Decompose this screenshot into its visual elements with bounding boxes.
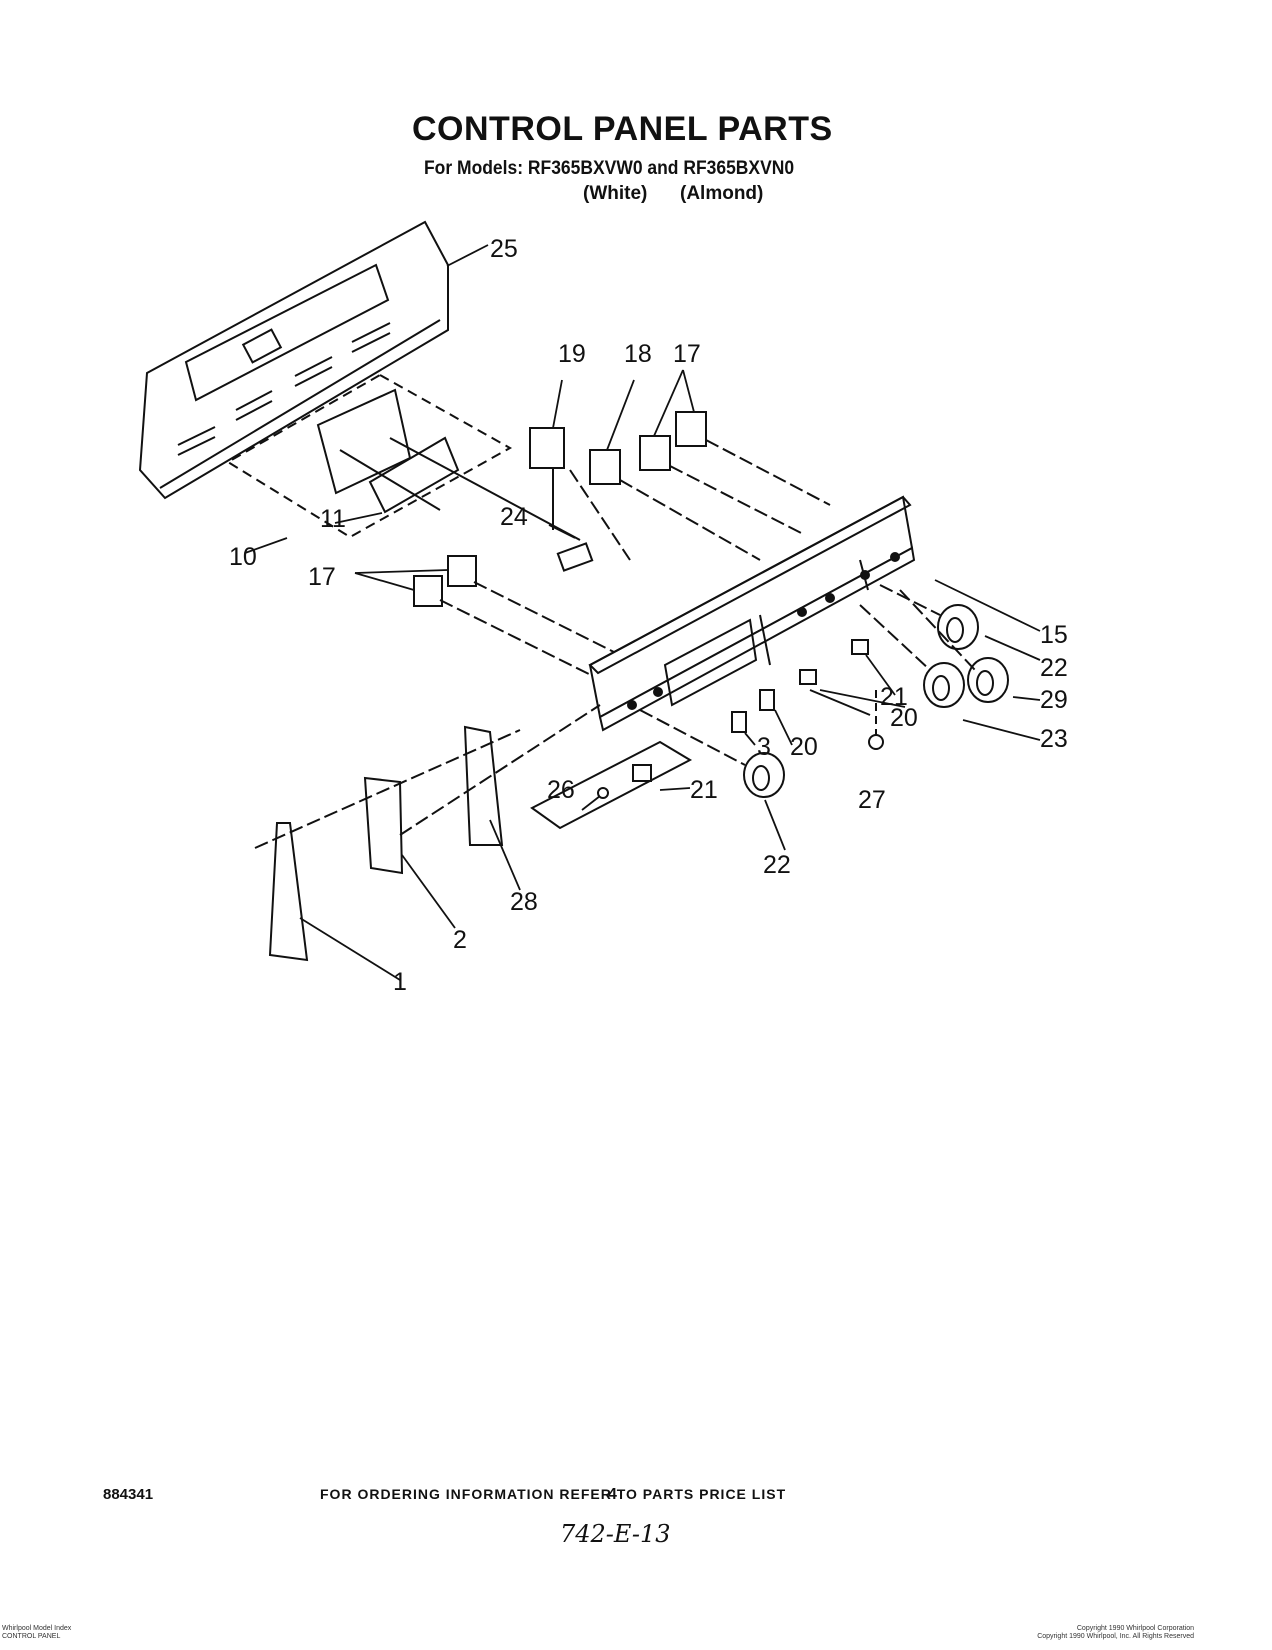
callout-23: 23 (1040, 725, 1068, 753)
callout-28: 28 (510, 888, 538, 916)
callout-17a: 17 (673, 340, 701, 368)
callout-29: 29 (1040, 686, 1068, 714)
terminal-block (556, 542, 594, 572)
callout-1: 1 (393, 968, 407, 996)
callout-21b: 21 (690, 776, 718, 804)
document-number: 884341 (103, 1486, 154, 1503)
callout-21a: 21 (880, 683, 908, 711)
callout-17b: 17 (308, 563, 336, 591)
callout-11: 11 (320, 505, 346, 533)
page-title: CONTROL PANEL PARTS (412, 110, 833, 148)
backguard-panel (138, 220, 449, 500)
callout-10: 10 (229, 543, 257, 571)
callout-24: 24 (500, 503, 528, 531)
small-parts (731, 639, 884, 750)
callout-labels: 25 19 18 17 11 24 10 17 15 22 21 29 20 2… (229, 235, 1068, 996)
knobs (639, 584, 1009, 798)
control-panel-manifold (588, 495, 916, 732)
callout-25: 25 (490, 235, 518, 263)
page-number: 4 (608, 1486, 617, 1503)
callout-19: 19 (558, 340, 586, 368)
callout-3: 3 (757, 733, 771, 761)
lower-bracket (530, 740, 693, 830)
timer-assembly (226, 373, 581, 541)
color-white-label: (White) (583, 183, 648, 204)
handwritten-code: 742-E-13 (560, 1520, 671, 1548)
callout-26: 26 (547, 776, 575, 804)
ordering-note: FOR ORDERING INFORMATION REFER TO PARTS … (320, 1486, 787, 1502)
switch-cluster-top (529, 411, 831, 561)
end-caps (254, 704, 601, 962)
callout-18: 18 (624, 340, 652, 368)
small-print-left: Whirlpool Model Index CONTROL PANEL (2, 1625, 72, 1640)
callout-27: 27 (858, 786, 886, 814)
models-line: For Models: RF365BXVW0 and RF365BXVN0 (424, 158, 795, 179)
callout-20b: 20 (790, 733, 818, 761)
color-almond-label: (Almond) (680, 183, 764, 204)
callout-22a: 22 (1040, 654, 1068, 682)
leader-lines (244, 244, 1041, 981)
callout-15: 15 (1040, 621, 1068, 649)
callout-22b: 22 (763, 851, 791, 879)
small-print-right: Copyright 1990 Whirlpool Corporation Cop… (1037, 1625, 1194, 1640)
callout-2: 2 (453, 926, 467, 954)
callout-20a: 20 (890, 704, 918, 732)
